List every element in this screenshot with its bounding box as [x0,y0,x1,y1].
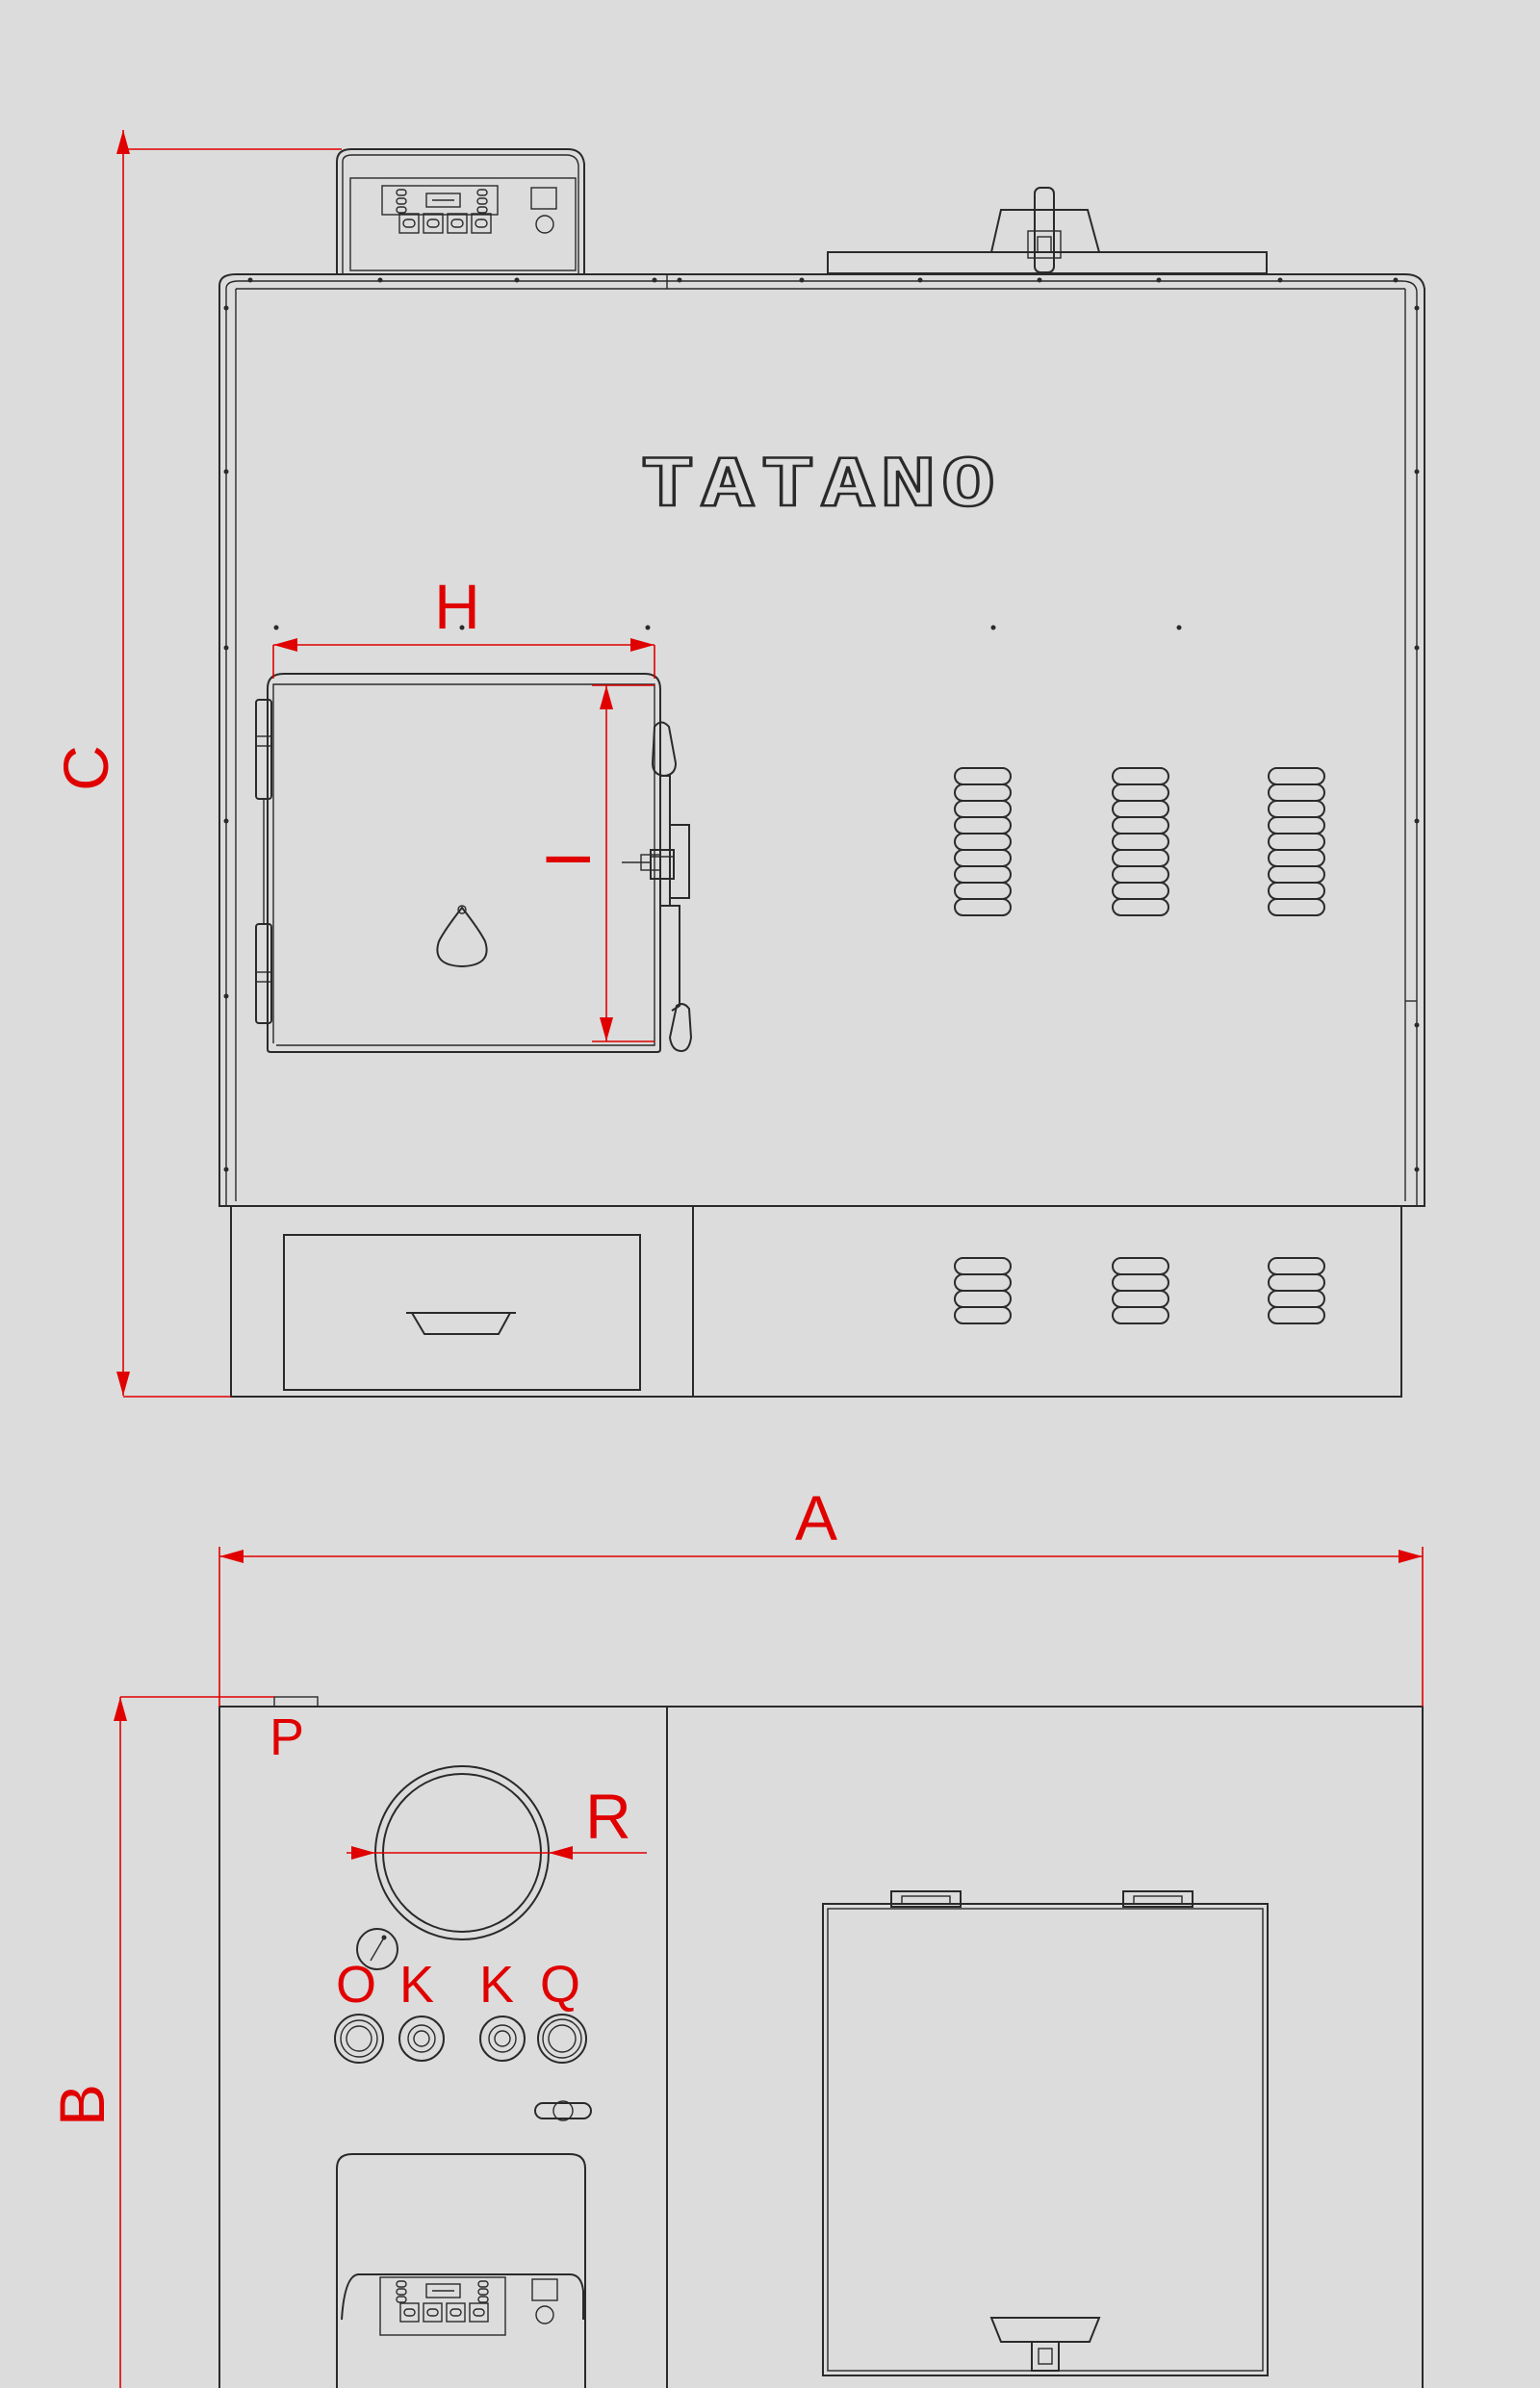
door-drop-icon [436,906,488,968]
dimension-c: C [50,130,342,1398]
gauge-icon [356,1928,398,1970]
label-k2: K [479,1956,514,2014]
connector-k1 [398,2016,445,2062]
loading-lid [822,1890,1269,2376]
control-knob-icon [535,215,554,234]
base-vents [954,1257,1325,1324]
front-view: TATANO [50,130,1425,1398]
label-i: I [532,851,603,868]
front-cabinet [218,273,1425,1207]
cabinet-rivets [223,277,1420,1172]
front-control-box [336,148,585,274]
label-r: R [585,1781,631,1852]
slot-handle-icon [534,2100,592,2121]
control-panel-buttons [398,213,492,234]
door-hinges [255,699,272,1024]
control-panel-knobs [396,189,488,214]
brand-logo: TATANO [640,446,1001,522]
lid-handle [827,187,1268,274]
dimension-b: B [46,1696,274,2388]
connector-o [334,2014,384,2064]
dimension-i: I [532,684,654,1042]
vent-group-middle [1112,767,1169,916]
dimension-a: A [218,1482,1424,1707]
label-c: C [50,745,121,791]
vent-group-left [954,767,1012,916]
oven-door [255,673,661,1053]
vent-group-right [1268,767,1325,916]
control-display-icon [530,187,557,210]
top-view: A B P R O K K Q [46,1482,1424,2388]
label-p: P [270,1708,304,1766]
cabinet-vents [954,767,1325,916]
dimension-r: R [346,1781,647,1860]
connectors [334,2014,587,2064]
label-q: Q [540,1956,580,2014]
label-b: B [46,2084,117,2126]
connector-k2 [479,2016,526,2062]
top-cabinet [218,1696,1424,2388]
label-k1: K [399,1956,434,2014]
top-control-box [336,2153,586,2388]
label-o: O [336,1956,376,2014]
connector-q [537,2014,587,2064]
front-base [230,1205,1402,1398]
label-h: H [434,571,480,642]
dimension-h: H [272,571,655,679]
label-a: A [795,1482,837,1553]
drawer-handle-icon [410,1312,512,1335]
door-latch [622,721,693,1053]
ash-drawer [283,1234,641,1391]
